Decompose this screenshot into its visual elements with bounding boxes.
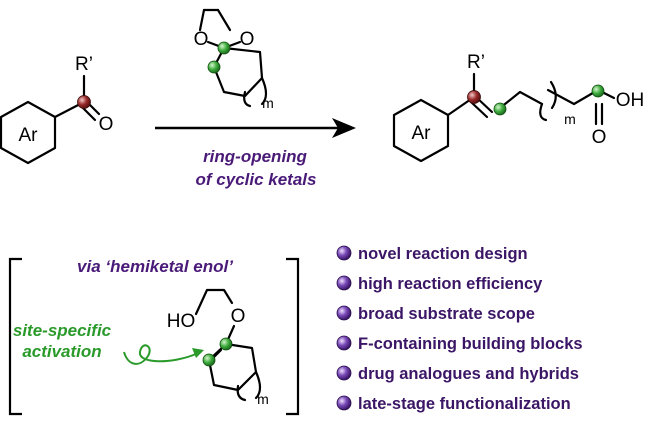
product-r-label: R’ bbox=[467, 52, 485, 73]
reactant-carbonyl-oxygen: O bbox=[99, 114, 114, 135]
feature-text: drug analogues and hybrids bbox=[358, 365, 579, 383]
intermediate-ho-label: HO bbox=[167, 311, 196, 332]
feature-text: broad substrate scope bbox=[358, 305, 535, 323]
reagent-cyclic-ketal: O O m bbox=[194, 8, 274, 111]
product-acid-o: O bbox=[592, 127, 607, 148]
product-alkene-green-sphere bbox=[493, 102, 507, 116]
reagent-oxygen-right: O bbox=[240, 29, 255, 50]
bracket-right bbox=[286, 257, 300, 416]
intermediate-enol-double-bond bbox=[212, 348, 223, 359]
reagent-bracket-right bbox=[260, 76, 268, 106]
hemiketal-enol-structure: HO O m bbox=[167, 288, 269, 407]
intermediate-bracket-left bbox=[236, 384, 247, 402]
feature-item: high reaction efficiency bbox=[336, 275, 543, 293]
activation-curly-arrow bbox=[123, 344, 197, 365]
activation-label-line-2: activation bbox=[22, 342, 101, 361]
arrow-head bbox=[332, 118, 356, 138]
activation-label-line-1: site-specific bbox=[13, 321, 112, 340]
reagent-oxygen-left: O bbox=[194, 29, 209, 50]
bullet-sphere-icon bbox=[336, 335, 352, 351]
ketal-carbon-green-sphere bbox=[217, 41, 231, 55]
intermediate-carbocycle bbox=[207, 342, 258, 392]
intermediate-bracket bbox=[8, 257, 300, 416]
intermediate-bracket-right bbox=[254, 370, 262, 400]
feature-item: broad substrate scope bbox=[336, 305, 535, 323]
reagent-dioxolane-bond-3 bbox=[216, 8, 232, 32]
site-specific-activation: site-specific activation bbox=[13, 321, 204, 365]
product-chain-1 bbox=[498, 90, 544, 110]
arrow-caption-line-2: of cyclic ketals bbox=[196, 170, 317, 189]
reactant-aryl-ketone: Ar R’ O bbox=[0, 54, 114, 165]
product-ring-label: Ar bbox=[412, 123, 432, 144]
feature-text: F-containing building blocks bbox=[358, 335, 583, 353]
feature-item: drug analogues and hybrids bbox=[336, 365, 579, 383]
feature-item: late-stage functionalization bbox=[336, 395, 571, 413]
reaction-arrow bbox=[155, 118, 356, 138]
activation-arrow-head bbox=[192, 348, 204, 358]
intermediate-chain bbox=[194, 288, 234, 316]
enol-carbon-green-sphere bbox=[219, 337, 233, 351]
product-bracket-right bbox=[549, 80, 557, 110]
feature-item: novel reaction design bbox=[336, 245, 528, 263]
product-acid-green-sphere bbox=[591, 84, 605, 98]
reagent-carbocycle bbox=[212, 46, 264, 98]
bullet-sphere-icon bbox=[336, 275, 352, 291]
intermediate-title: via ‘hemiketal enol’ bbox=[77, 257, 233, 276]
reactant-ring-label: Ar bbox=[19, 125, 39, 146]
reagent-dioxolane-bond-2 bbox=[198, 8, 206, 32]
reagent-subscript-m: m bbox=[262, 95, 274, 111]
bullet-sphere-icon bbox=[336, 395, 352, 411]
feature-text: late-stage functionalization bbox=[358, 395, 571, 413]
feature-text: high reaction efficiency bbox=[358, 275, 543, 293]
bullet-sphere-icon bbox=[336, 305, 352, 321]
arrow-caption-line-1: ring-opening bbox=[203, 147, 307, 166]
product-bracket-left bbox=[539, 102, 548, 122]
bracket-left bbox=[8, 257, 22, 416]
feature-list: novel reaction design high reaction effi… bbox=[336, 245, 583, 413]
bullet-sphere-icon bbox=[336, 365, 352, 381]
product-double-bond-2 bbox=[469, 100, 489, 119]
alpha-carbon-green-sphere bbox=[207, 60, 221, 74]
product-subscript-m: m bbox=[564, 111, 576, 127]
reagent-bracket-left bbox=[243, 90, 252, 108]
product-acid-oh: OH bbox=[616, 90, 645, 111]
feature-item: F-containing building blocks bbox=[336, 335, 583, 353]
reactant-r-label: R’ bbox=[75, 54, 93, 75]
intermediate-o-label: O bbox=[231, 306, 246, 327]
product-red-sphere bbox=[467, 90, 481, 104]
feature-text: novel reaction design bbox=[358, 245, 528, 263]
bullet-sphere-icon bbox=[336, 245, 352, 261]
product-chain-2 bbox=[546, 88, 616, 106]
intermediate-subscript-m: m bbox=[257, 391, 269, 407]
carbonyl-carbon-red-sphere bbox=[77, 95, 91, 109]
enol-alpha-green-sphere bbox=[202, 353, 216, 367]
product-keto-acid: Ar R’ m OH O bbox=[392, 52, 645, 163]
